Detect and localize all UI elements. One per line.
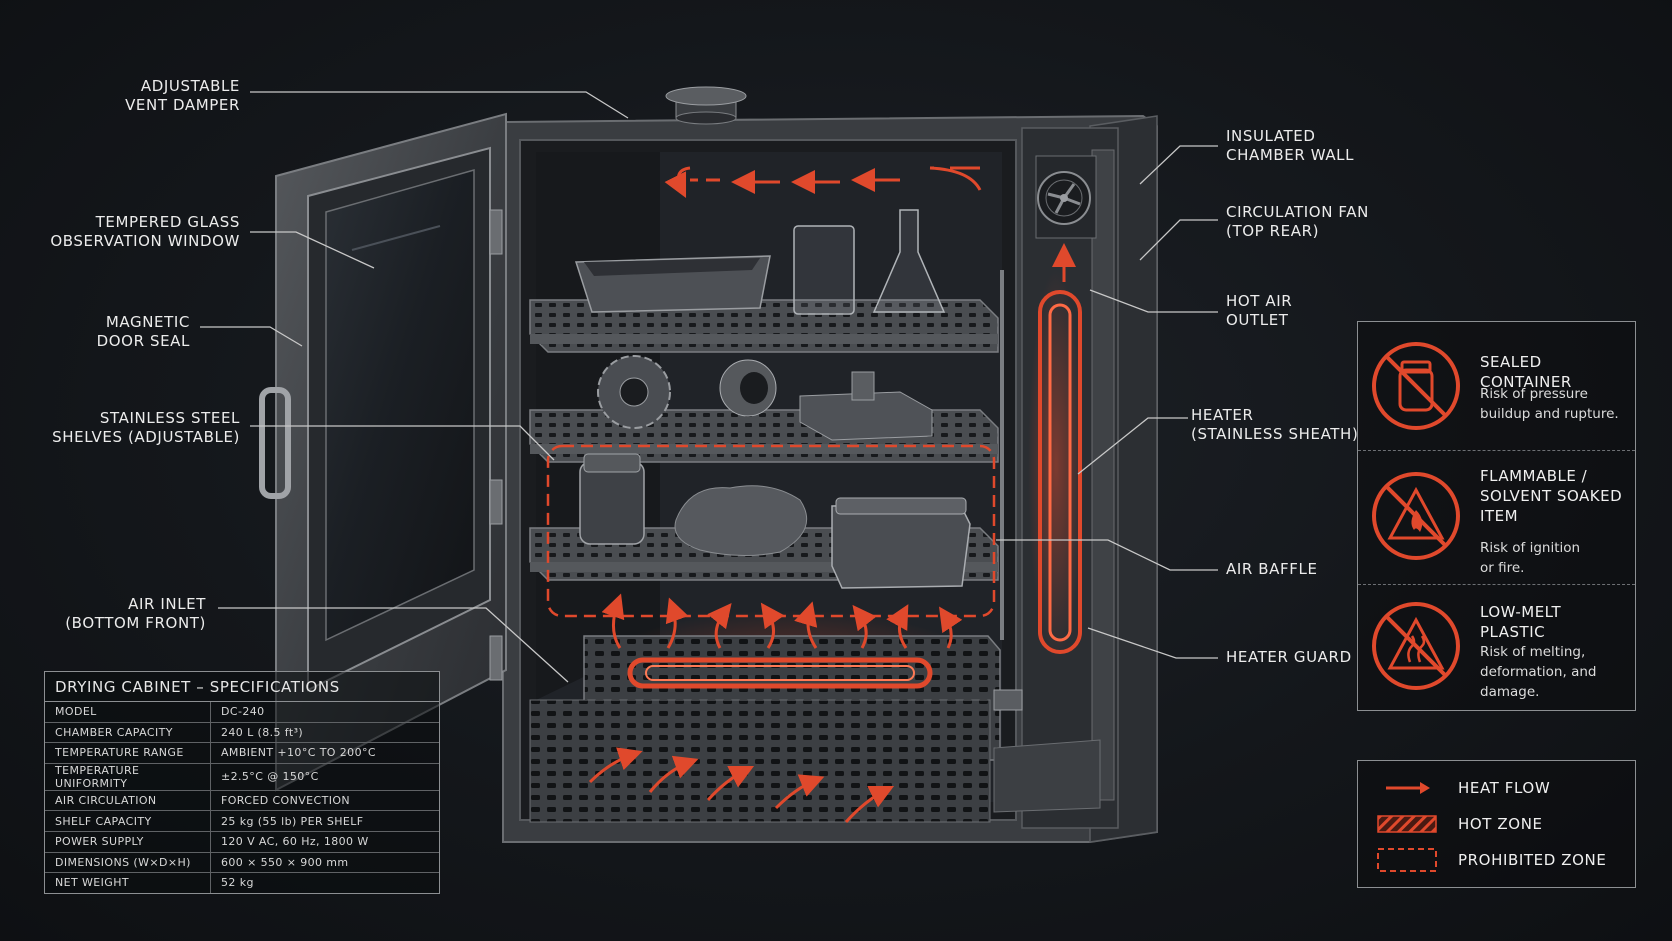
shelf-items-top	[574, 209, 946, 315]
legend-row-prohibited-zone: PROHIBITED ZONE	[1358, 845, 1635, 875]
vent-damper-label: ADJUSTABLE VENT DAMPER	[125, 77, 240, 114]
prohibited-items-panel: SEALED CONTAINER Risk of pressure buildu…	[1357, 321, 1636, 711]
spec-label: NET WEIGHT	[45, 872, 211, 893]
legend-row-heat-flow: HEAT FLOW	[1358, 773, 1635, 803]
circulation-fan	[1035, 155, 1097, 239]
heat-flow-arrow-icon	[1386, 782, 1430, 794]
spec-label: SHELF CAPACITY	[45, 810, 211, 832]
spec-row: TEMPERATURE UNIFORMITY±2.5°C @ 150°C	[45, 762, 439, 791]
spec-label: CHAMBER CAPACITY	[45, 721, 211, 743]
spec-value: DC-240	[221, 705, 265, 719]
spec-label: AIR CIRCULATION	[45, 789, 211, 811]
spec-value: 25 kg (55 lb) PER SHELF	[210, 810, 439, 832]
callout-leaders	[200, 91, 1218, 683]
warning-item-plastic: LOW-MELT PLASTIC Risk of melting, deform…	[1358, 584, 1635, 710]
specifications-table: DRYING CABINET – SPECIFICATIONS MODEL DC-…	[44, 671, 440, 894]
warning-title: LOW-MELT PLASTIC	[1480, 603, 1562, 641]
rising-heat-arrows	[601, 593, 963, 649]
spec-value: 240 L (8.5 ft³)	[210, 721, 439, 743]
legend-label: HEAT FLOW	[1458, 779, 1551, 797]
prohibited-zone-dashed-icon	[1377, 848, 1437, 872]
spec-label: TEMPERATURE UNIFORMITY	[45, 762, 211, 791]
spec-label: DIMENSIONS (W×D×H)	[45, 851, 211, 873]
warning-desc: Risk of melting, deformation, and damage…	[1480, 644, 1597, 700]
melting-plastic-prohibited-icon	[1372, 602, 1460, 690]
shelf-items-middle	[597, 355, 933, 441]
legend-row-hot-zone: HOT ZONE	[1358, 809, 1635, 839]
warning-divider	[1358, 584, 1635, 585]
top-airflow-arrows	[664, 166, 982, 199]
hot-zone-hatch-icon	[1377, 815, 1437, 833]
vertical-heater	[1028, 243, 1084, 660]
spec-value: ±2.5°C @ 150°C	[210, 762, 439, 791]
air-inlet-label: AIR INLET (BOTTOM FRONT)	[65, 595, 206, 632]
heater-guard-label: HEATER GUARD	[1226, 648, 1352, 666]
door-seal-label: MAGNETIC DOOR SEAL	[96, 313, 190, 350]
circulation-fan-label: CIRCULATION FAN (TOP REAR)	[1226, 203, 1369, 240]
legend-panel: HEAT FLOW HOT ZONE PROHIBITED ZONE	[1357, 760, 1636, 888]
warning-divider	[1358, 450, 1635, 451]
spec-label: MODEL	[45, 702, 211, 723]
spec-row: DIMENSIONS (W×D×H)600 × 550 × 900 mm	[45, 851, 439, 873]
hot-air-outlet-label: HOT AIR OUTLET	[1226, 292, 1293, 329]
spec-value: 600 × 550 × 900 mm	[210, 851, 439, 873]
spec-row: MODEL DC-240	[45, 702, 439, 723]
spec-label: TEMPERATURE RANGE	[45, 742, 211, 764]
warning-item-flammable: FLAMMABLE / SOLVENT SOAKED ITEM Risk of …	[1358, 450, 1635, 584]
warning-title: SEALED CONTAINER	[1480, 353, 1572, 391]
chamber-wall-label: INSULATED CHAMBER WALL	[1226, 127, 1355, 164]
legend-label: HOT ZONE	[1458, 815, 1543, 833]
legend-label: PROHIBITED ZONE	[1458, 851, 1607, 869]
spec-value: 120 V AC, 60 Hz, 1800 W	[210, 830, 439, 853]
spec-value: AMBIENT +10°C TO 200°C	[210, 742, 439, 764]
heater-label: HEATER (STAINLESS SHEATH)	[1191, 406, 1359, 443]
glass-window-label: TEMPERED GLASS OBSERVATION WINDOW	[50, 213, 240, 250]
sealed-jar-prohibited-icon	[1372, 342, 1460, 430]
spec-value: FORCED CONVECTION	[210, 789, 439, 811]
flammable-prohibited-icon	[1372, 472, 1460, 560]
air-baffle-label: AIR BAFFLE	[1226, 560, 1318, 578]
warning-title: FLAMMABLE / SOLVENT SOAKED ITEM	[1480, 467, 1623, 525]
spec-label: POWER SUPPLY	[45, 830, 211, 853]
shelves	[529, 270, 1004, 640]
shelves-label: STAINLESS STEEL SHELVES (ADJUSTABLE)	[52, 409, 240, 446]
spec-value: 52 kg	[210, 872, 439, 893]
warning-desc: Risk of ignition or fire.	[1480, 540, 1581, 576]
inlet-heat-arrows	[588, 747, 895, 824]
vent-damper	[665, 86, 747, 125]
shelf-items-prohibited	[546, 444, 996, 618]
warning-item-sealed: SEALED CONTAINER Risk of pressure buildu…	[1358, 322, 1635, 450]
specifications-title: DRYING CABINET – SPECIFICATIONS	[45, 672, 439, 702]
cabinet-door	[259, 112, 507, 792]
warning-desc: Risk of pressure buildup and rupture.	[1480, 386, 1619, 422]
